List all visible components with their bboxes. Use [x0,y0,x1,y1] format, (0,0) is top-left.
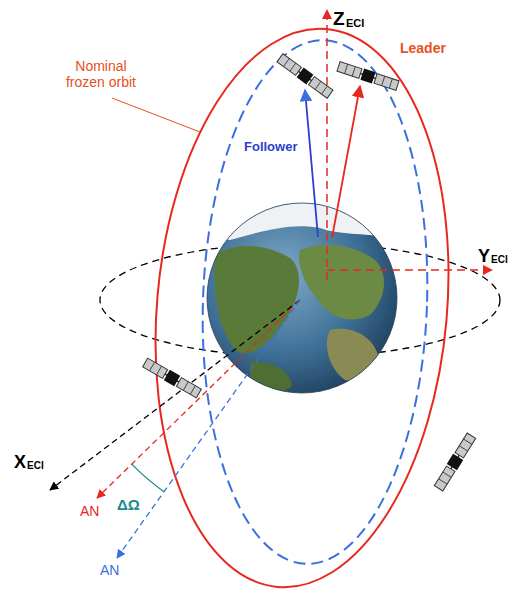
axis-label: Y [478,246,490,267]
x-axis [50,300,300,490]
nominal-orbit [133,16,471,599]
axis-subscript: ECI [491,254,508,266]
orbit-leader-line [112,98,200,132]
node-label: AN [80,503,99,519]
satellite [433,433,476,492]
follower-orbit [194,36,436,567]
axis-subscript: ECI [27,460,44,472]
satellite-label: Follower [244,140,297,155]
raan-offset-arc [132,464,164,492]
leader-position-vector [332,86,360,238]
follower-position-vector [305,90,318,237]
z-axis [326,10,328,280]
satellite-label: Leader [400,40,446,56]
satellite [142,357,202,398]
axis-subscript: ECI [346,17,364,30]
axis-label: Z [333,8,345,30]
node-label: AN [100,562,119,578]
y-axis [327,269,492,271]
leader-satellite [337,61,400,92]
follower-node-direction [117,300,300,558]
angle-label: ΔΩ [117,496,140,513]
axis-label: X [14,452,26,473]
orbit-label: Nominal frozen orbit [60,58,142,90]
follower-satellite [276,53,333,99]
leader-node-direction [97,300,300,498]
